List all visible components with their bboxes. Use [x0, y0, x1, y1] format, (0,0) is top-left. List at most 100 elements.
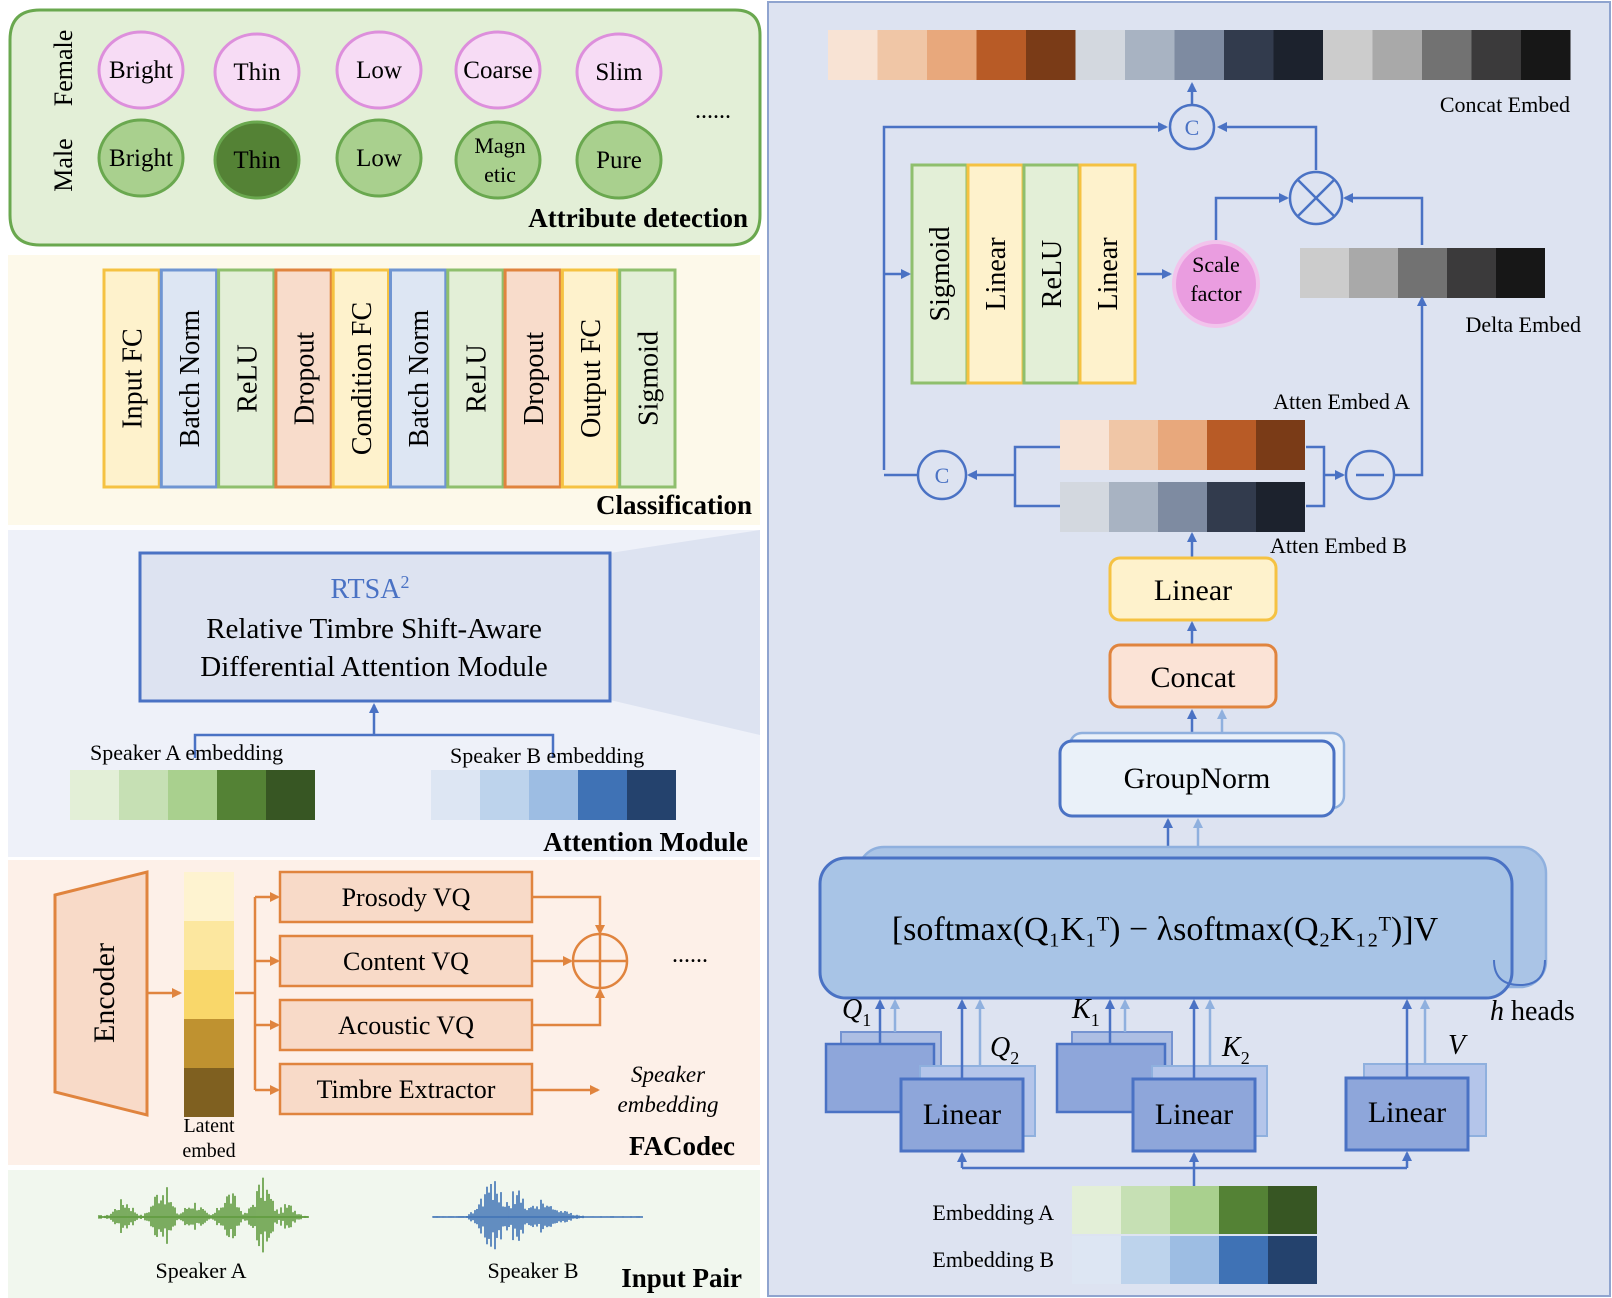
- acoustic-vq-label: Acoustic VQ: [338, 1011, 474, 1040]
- latent-embed-cell: [184, 921, 234, 970]
- female-attr-5: Slim: [575, 32, 663, 112]
- classification-layer-label: Output FC: [576, 319, 607, 438]
- embedding-a-cell: [1121, 1186, 1170, 1234]
- embedding-a-cell: [1268, 1186, 1317, 1234]
- attr-label: Pure: [596, 147, 642, 174]
- attr-label-line-1: Magn: [474, 133, 525, 158]
- concat-op-label: C: [935, 463, 950, 488]
- prosody-vq-box: [278, 870, 534, 924]
- classification-layer: [389, 268, 448, 489]
- encoder-block: [53, 870, 149, 1117]
- attr-label: Slim: [595, 59, 643, 86]
- differential-attention-block: [818, 856, 1514, 1000]
- encoder-label: Encoder: [88, 943, 121, 1043]
- classification-layer: [331, 268, 391, 489]
- speaker-b-embedding-cell: [627, 770, 676, 820]
- concat-embed-cell: [1422, 30, 1472, 80]
- atten-embed-b-cell: [1256, 482, 1305, 532]
- speaker-a-embedding-cell: [119, 770, 168, 820]
- linear-q-label: Linear: [923, 1098, 1001, 1131]
- attribute-detection-title: Attribute detection: [528, 203, 748, 233]
- delta-embed-label: Delta Embed: [1466, 312, 1581, 337]
- k1-label: K1: [1071, 994, 1100, 1030]
- content-vq-label: Content VQ: [343, 947, 469, 976]
- atten-embed-b-label: Atten Embed B: [1270, 533, 1407, 558]
- atten-embed-a-label: Atten Embed A: [1273, 389, 1410, 414]
- atten-embed-a-strip: [1060, 420, 1305, 470]
- q2-label: Q2: [990, 1032, 1019, 1068]
- speaker-embedding-out-2: embedding: [618, 1092, 719, 1117]
- v-label: V: [1448, 1030, 1468, 1061]
- classification-title: Classification: [596, 490, 752, 520]
- classification-layer-label: Dropout: [290, 332, 321, 426]
- facodec-panel: Encoder Latent embed Prosody VQ Content …: [8, 860, 760, 1165]
- concat-block: [1108, 643, 1278, 709]
- latent-embed-cell: [184, 970, 234, 1019]
- classification-layer: [503, 268, 562, 489]
- concat-embed-cell: [1521, 30, 1571, 80]
- concat-op-label: C: [1185, 115, 1200, 140]
- speaker-b-waveform: [432, 1181, 643, 1250]
- latent-embed-cell: [184, 1068, 234, 1117]
- male-label: Male: [49, 138, 78, 191]
- attention-module-panel: RTSA2 Relative Timbre Shift-Aware Differ…: [8, 530, 760, 857]
- delta-embed-strip: [1300, 248, 1545, 298]
- mlp-layer: [1078, 163, 1137, 385]
- latent-label-1: Latent: [183, 1115, 235, 1137]
- classification-layer: [102, 268, 161, 489]
- concat-block-label: Concat: [1151, 661, 1237, 694]
- male-attr-4: Magn etic Magn etic: [454, 120, 542, 200]
- atten-embed-a-cell: [1158, 420, 1207, 470]
- prosody-vq-label: Prosody VQ: [342, 883, 471, 912]
- delta-embed-cell: [1398, 248, 1447, 298]
- classification-layer: [159, 268, 219, 489]
- concat-embed-cell: [1125, 30, 1175, 80]
- female-attr-1: Bright: [97, 30, 185, 110]
- classification-layer: [446, 268, 505, 489]
- delta-embed-cell: [1447, 248, 1496, 298]
- atten-embed-b-cell: [1158, 482, 1207, 532]
- classification-layer: [618, 268, 677, 489]
- linear-top-label: Linear: [1154, 574, 1232, 607]
- concat-embed-cell: [1224, 30, 1274, 80]
- speaker-b-embedding-cell: [431, 770, 480, 820]
- k2-label: K2: [1221, 1032, 1250, 1068]
- input-pair-panel: Speaker A Speaker B Input Pair: [8, 1170, 760, 1298]
- latent-embed-cell: [184, 1019, 234, 1068]
- concat-embed-label: Concat Embed: [1440, 92, 1570, 117]
- embedding-a-cell: [1072, 1186, 1121, 1234]
- speaker-b-embedding-cell: [480, 770, 529, 820]
- concat-embed-cell: [877, 30, 927, 80]
- linear-k: [1131, 1077, 1257, 1153]
- scale-factor-label-1: Scale: [1192, 252, 1240, 277]
- linear-v-label: Linear: [1368, 1096, 1446, 1129]
- latent-label-2: embed: [182, 1140, 235, 1162]
- input-speaker-b-label: Speaker B: [487, 1258, 578, 1283]
- classification-layer-label: ReLU: [461, 344, 492, 412]
- mlp-layer-label: Linear: [981, 237, 1012, 311]
- attr-label: Coarse: [463, 57, 532, 84]
- concat-embed-cell: [1075, 30, 1125, 80]
- timbre-extractor-label: Timbre Extractor: [317, 1075, 496, 1104]
- classification-layer: [217, 268, 276, 489]
- atten-embed-b-cell: [1207, 482, 1256, 532]
- linear-block-top: [1108, 556, 1278, 622]
- embedding-b-cell: [1268, 1236, 1317, 1284]
- groupnorm-block: [1058, 739, 1336, 818]
- concat-embed-cell: [1471, 30, 1521, 80]
- atten-embed-b-cell: [1060, 482, 1109, 532]
- embedding-b-label: Embedding B: [932, 1247, 1054, 1272]
- attr-label: Low: [356, 145, 402, 172]
- speaker-b-embedding-cell: [578, 770, 627, 820]
- speaker-a-embedding-cell: [70, 770, 119, 820]
- latent-embed-cell: [184, 872, 234, 921]
- classification-layer-label: Batch Norm: [175, 309, 206, 447]
- female-attr-4: Coarse: [454, 30, 542, 110]
- groupnorm-label: GroupNorm: [1124, 762, 1271, 795]
- speaker-embedding-out-1: Speaker: [631, 1062, 706, 1087]
- scale-factor-label-2: factor: [1190, 281, 1242, 306]
